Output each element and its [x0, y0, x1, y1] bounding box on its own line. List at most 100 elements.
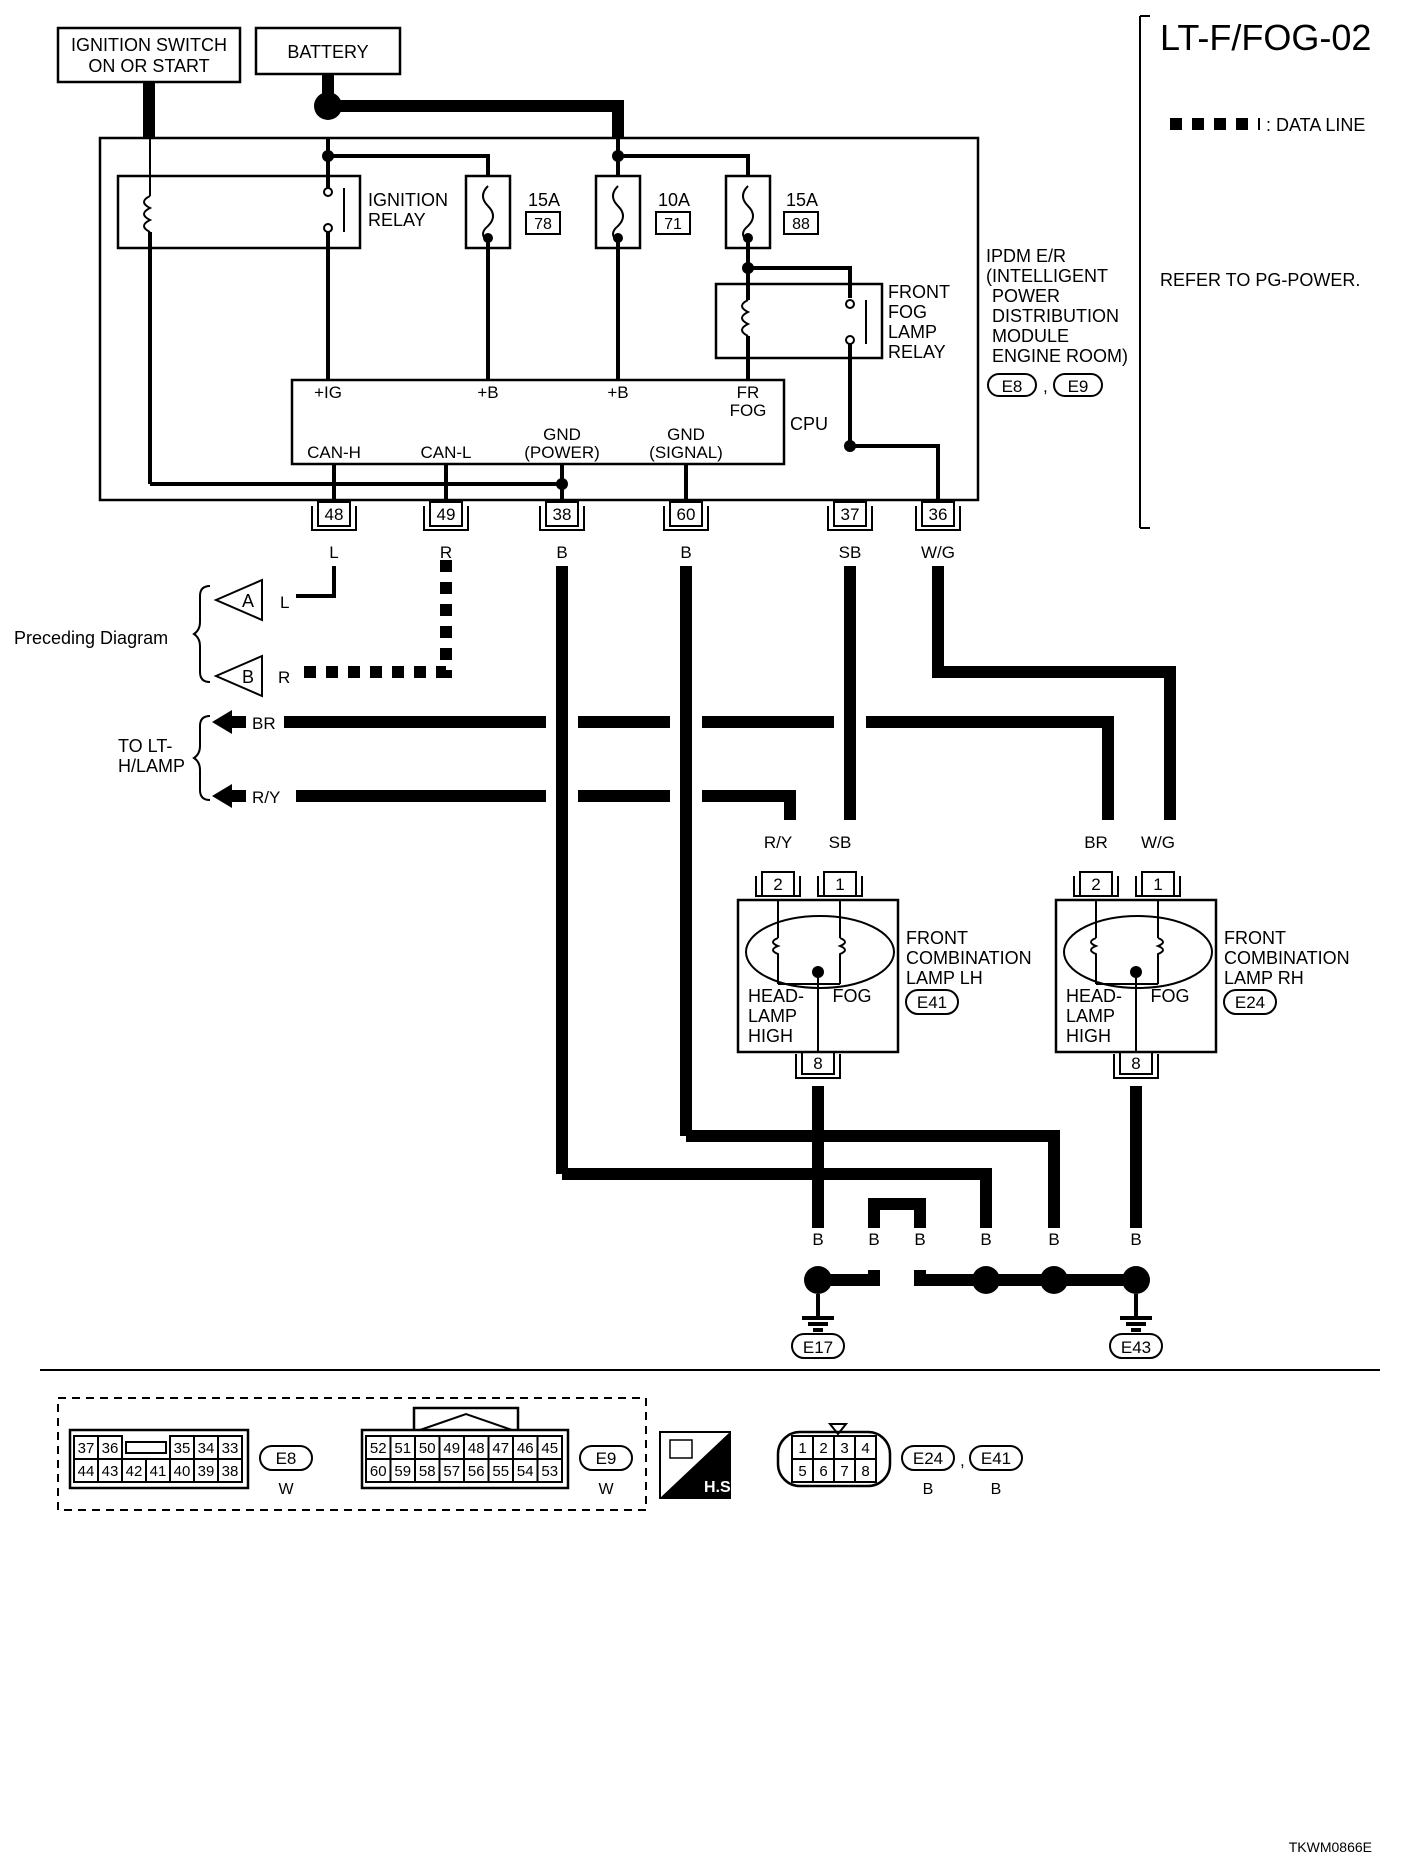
svg-text:,: ,: [1043, 377, 1048, 396]
br-label: BR: [252, 714, 276, 733]
battery-label: BATTERY: [287, 42, 368, 62]
lamp_rh-pin-box: [1119, 1051, 1153, 1075]
ignition-relay-label-2: RELAY: [368, 210, 426, 230]
preceding-brace: [192, 585, 211, 683]
lamp_rh-headlamp-label: HEAD-: [1066, 986, 1122, 1006]
e9-pin: 55: [492, 1463, 509, 1480]
connector-b: [213, 654, 263, 698]
lamp-connector-key: [827, 1423, 849, 1436]
hs-label: H.S.: [704, 1479, 735, 1496]
e8-pin: 38: [222, 1463, 239, 1480]
ipdm-connector-frame: [57, 1397, 647, 1511]
e9-pin: 56: [468, 1463, 485, 1480]
lamp-connector-body: [776, 1430, 892, 1488]
lamp_rh-name: FRONT: [1224, 928, 1286, 948]
lamp_lh-name: LAMP LH: [906, 968, 983, 988]
connector-b-letter: B: [242, 667, 254, 687]
wire-color-1: R: [440, 543, 452, 562]
fog-relay-label-4: RELAY: [888, 342, 946, 362]
ipdm-box: [98, 136, 980, 502]
lamp-conn-pin: 5: [798, 1463, 806, 1480]
terminal-box: [921, 501, 955, 527]
lamp-conn-tag-e41: [969, 1445, 1023, 1471]
e9-tag: [579, 1445, 633, 1471]
ipdm-label-3: POWER: [992, 286, 1060, 306]
e9-latch: [412, 1406, 520, 1430]
to-lt-brace: [192, 715, 211, 801]
e8-pin: 36: [102, 1440, 119, 1457]
lamp_rh-tag-text: E24: [1235, 993, 1265, 1012]
lamp_lh-pin-8: 8: [813, 1054, 822, 1073]
lamp-conn-pin: 3: [840, 1440, 848, 1457]
terminal-box: [545, 501, 579, 527]
fog-relay-label-3: LAMP: [888, 322, 937, 342]
lamp_lh-fog-filament: [837, 900, 846, 984]
wire-color-5: W/G: [921, 543, 955, 562]
e9-pin: 50: [419, 1440, 436, 1457]
ground-wire-label: B: [1048, 1230, 1059, 1249]
wire-color-3: B: [680, 543, 691, 562]
arrow-br: [212, 710, 232, 734]
e9-color: W: [598, 1481, 614, 1498]
e8-color: W: [278, 1481, 294, 1498]
diagram-code: TKWM0866E: [1289, 1839, 1372, 1855]
e8-pin: 44: [78, 1463, 95, 1480]
e9-pin: 45: [541, 1440, 558, 1457]
svg-text:(POWER): (POWER): [524, 443, 600, 462]
ground-jumper: [868, 1198, 926, 1246]
lamp_rh-wire-color-2: BR: [1084, 833, 1108, 852]
page-title: LT-F/FOG-02: [1160, 17, 1371, 58]
fuse-88-amp: 15A: [786, 190, 818, 210]
lamp-conn-pin: 7: [840, 1463, 848, 1480]
connector-a-color: L: [280, 593, 289, 612]
fuse-78-amp: 15A: [528, 190, 560, 210]
ground-run-60: [686, 1130, 1060, 1246]
fog-relay-label-2: FOG: [888, 302, 927, 322]
e9-pin: 48: [468, 1440, 485, 1457]
e9-pin: 60: [370, 1463, 387, 1480]
lamp_rh-tag: [1223, 989, 1277, 1015]
cpu-box: [290, 378, 786, 466]
cpu-pin-ig: +IG: [314, 383, 342, 402]
ipdm-tag-e9: [1053, 373, 1103, 397]
terminal-box: [429, 501, 463, 527]
lamp-conn-color: B: [923, 1481, 934, 1498]
lamp_rh-pin-box: [1141, 871, 1175, 897]
terminal-box: [317, 501, 351, 527]
e9-pin: 46: [517, 1440, 534, 1457]
terminal-36: 36: [929, 505, 948, 524]
fog-lamp-relay: [714, 282, 884, 360]
e9-pin: 57: [443, 1463, 460, 1480]
terminal-48: 48: [325, 505, 344, 524]
e9-pin: 59: [394, 1463, 411, 1480]
lamp_lh-name: FRONT: [906, 928, 968, 948]
ignition-relay-label-1: IGNITION: [368, 190, 448, 210]
e9-pin: 53: [541, 1463, 558, 1480]
ipdm-label-1: IPDM E/R: [986, 246, 1066, 266]
fog-relay-label-1: FRONT: [888, 282, 950, 302]
ignition-switch-label-1: IGNITION SWITCH: [71, 35, 227, 55]
ipdm-label-6: ENGINE ROOM): [992, 346, 1128, 366]
battery-splice: [314, 92, 342, 120]
cpu-pin-can-h: CAN-H: [307, 443, 361, 462]
preceding-diagram-label: Preceding Diagram: [14, 628, 168, 648]
lamp_lh-pin-box: [761, 871, 795, 897]
fuse-78-num: 78: [534, 216, 552, 233]
terminal-bracket: [915, 506, 961, 531]
ground-tag-e43: [1109, 1333, 1163, 1359]
lamp_lh-bulb-housing: [745, 915, 895, 989]
connector-a-letter: A: [242, 591, 254, 611]
e9-tag-text: E9: [596, 1449, 617, 1468]
svg-text:,: ,: [960, 1451, 965, 1470]
lamp_rh-headlamp-label: LAMP: [1066, 1006, 1115, 1026]
e8-pin: 34: [198, 1440, 215, 1457]
terminal-bracket: [663, 506, 709, 531]
terminal-bracket: [423, 506, 469, 531]
e9-connector-body: [360, 1428, 570, 1490]
ignition-relay: [116, 174, 362, 250]
fuse-88-num: 88: [792, 216, 810, 233]
svg-text:E8: E8: [1002, 377, 1023, 396]
